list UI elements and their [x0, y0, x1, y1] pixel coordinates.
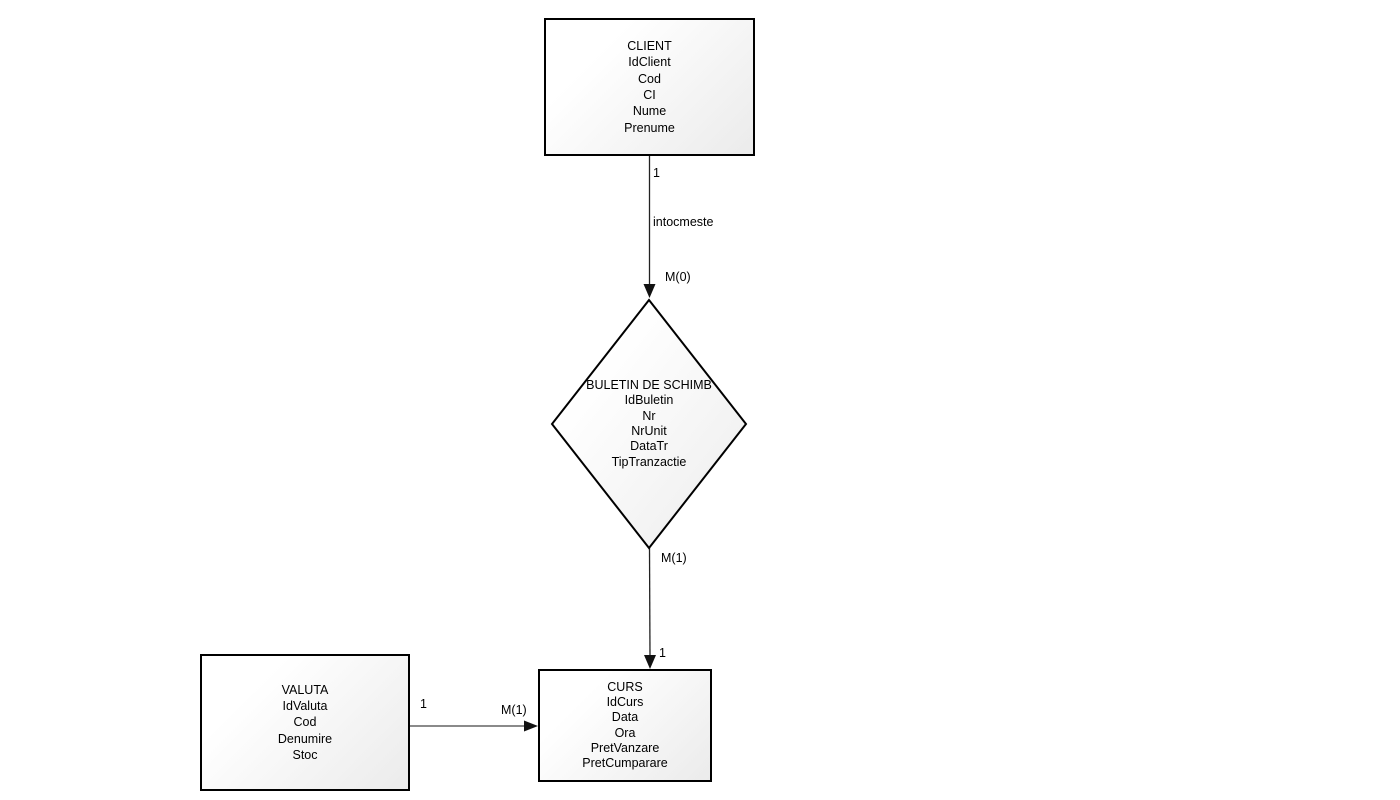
entity-title: CLIENT [627, 39, 672, 54]
arrowhead-valuta-curs [524, 720, 538, 732]
entity-attribute: Data [611, 710, 639, 725]
entity-attribute: Cod [638, 71, 661, 86]
arrowhead-buletin-curs [644, 655, 656, 669]
relationship-diamond-buletin-de-schimb[interactable] [550, 298, 748, 550]
entity-valuta[interactable]: VALUTA IdValuta Cod Denumire Stoc [200, 654, 410, 791]
entity-title: VALUTA [281, 682, 329, 697]
entity-attribute: Stoc [292, 747, 318, 762]
entity-attribute: CI [643, 88, 656, 102]
entity-attribute: IdClient [628, 55, 671, 70]
entity-title: CURS [607, 679, 643, 694]
entity-attribute: Nume [632, 104, 667, 119]
entity-attribute: Denumire [277, 731, 333, 746]
entity-attribute: Cod [293, 715, 317, 730]
entity-curs[interactable]: CURS IdCurs Data Ora PretVanzare PretCum… [538, 669, 712, 782]
entity-attribute: Prenume [624, 120, 675, 135]
cardinality-curs-left-side: M(1) [501, 703, 527, 717]
relationship-verb-label: intocmeste [653, 215, 714, 229]
connector-buletin-curs [648, 547, 651, 658]
cardinality-valuta-side: 1 [420, 697, 427, 711]
arrowhead-client-buletin [643, 284, 656, 298]
cardinality-buletin-bottom-side: M(1) [661, 551, 687, 565]
cardinality-curs-top-side: 1 [659, 646, 666, 660]
cardinality-buletin-top-side: M(0) [665, 270, 691, 284]
entity-attribute: PretVanzare [590, 740, 660, 755]
entity-attribute: Ora [614, 725, 636, 740]
entity-attribute: IdValuta [282, 699, 328, 714]
entity-attribute: PretCumparare [582, 755, 668, 770]
entity-attribute: IdCurs [606, 695, 644, 710]
entity-client[interactable]: CLIENT IdClient Cod CI Nume Prenume [544, 18, 755, 156]
cardinality-client-side: 1 [653, 166, 660, 180]
